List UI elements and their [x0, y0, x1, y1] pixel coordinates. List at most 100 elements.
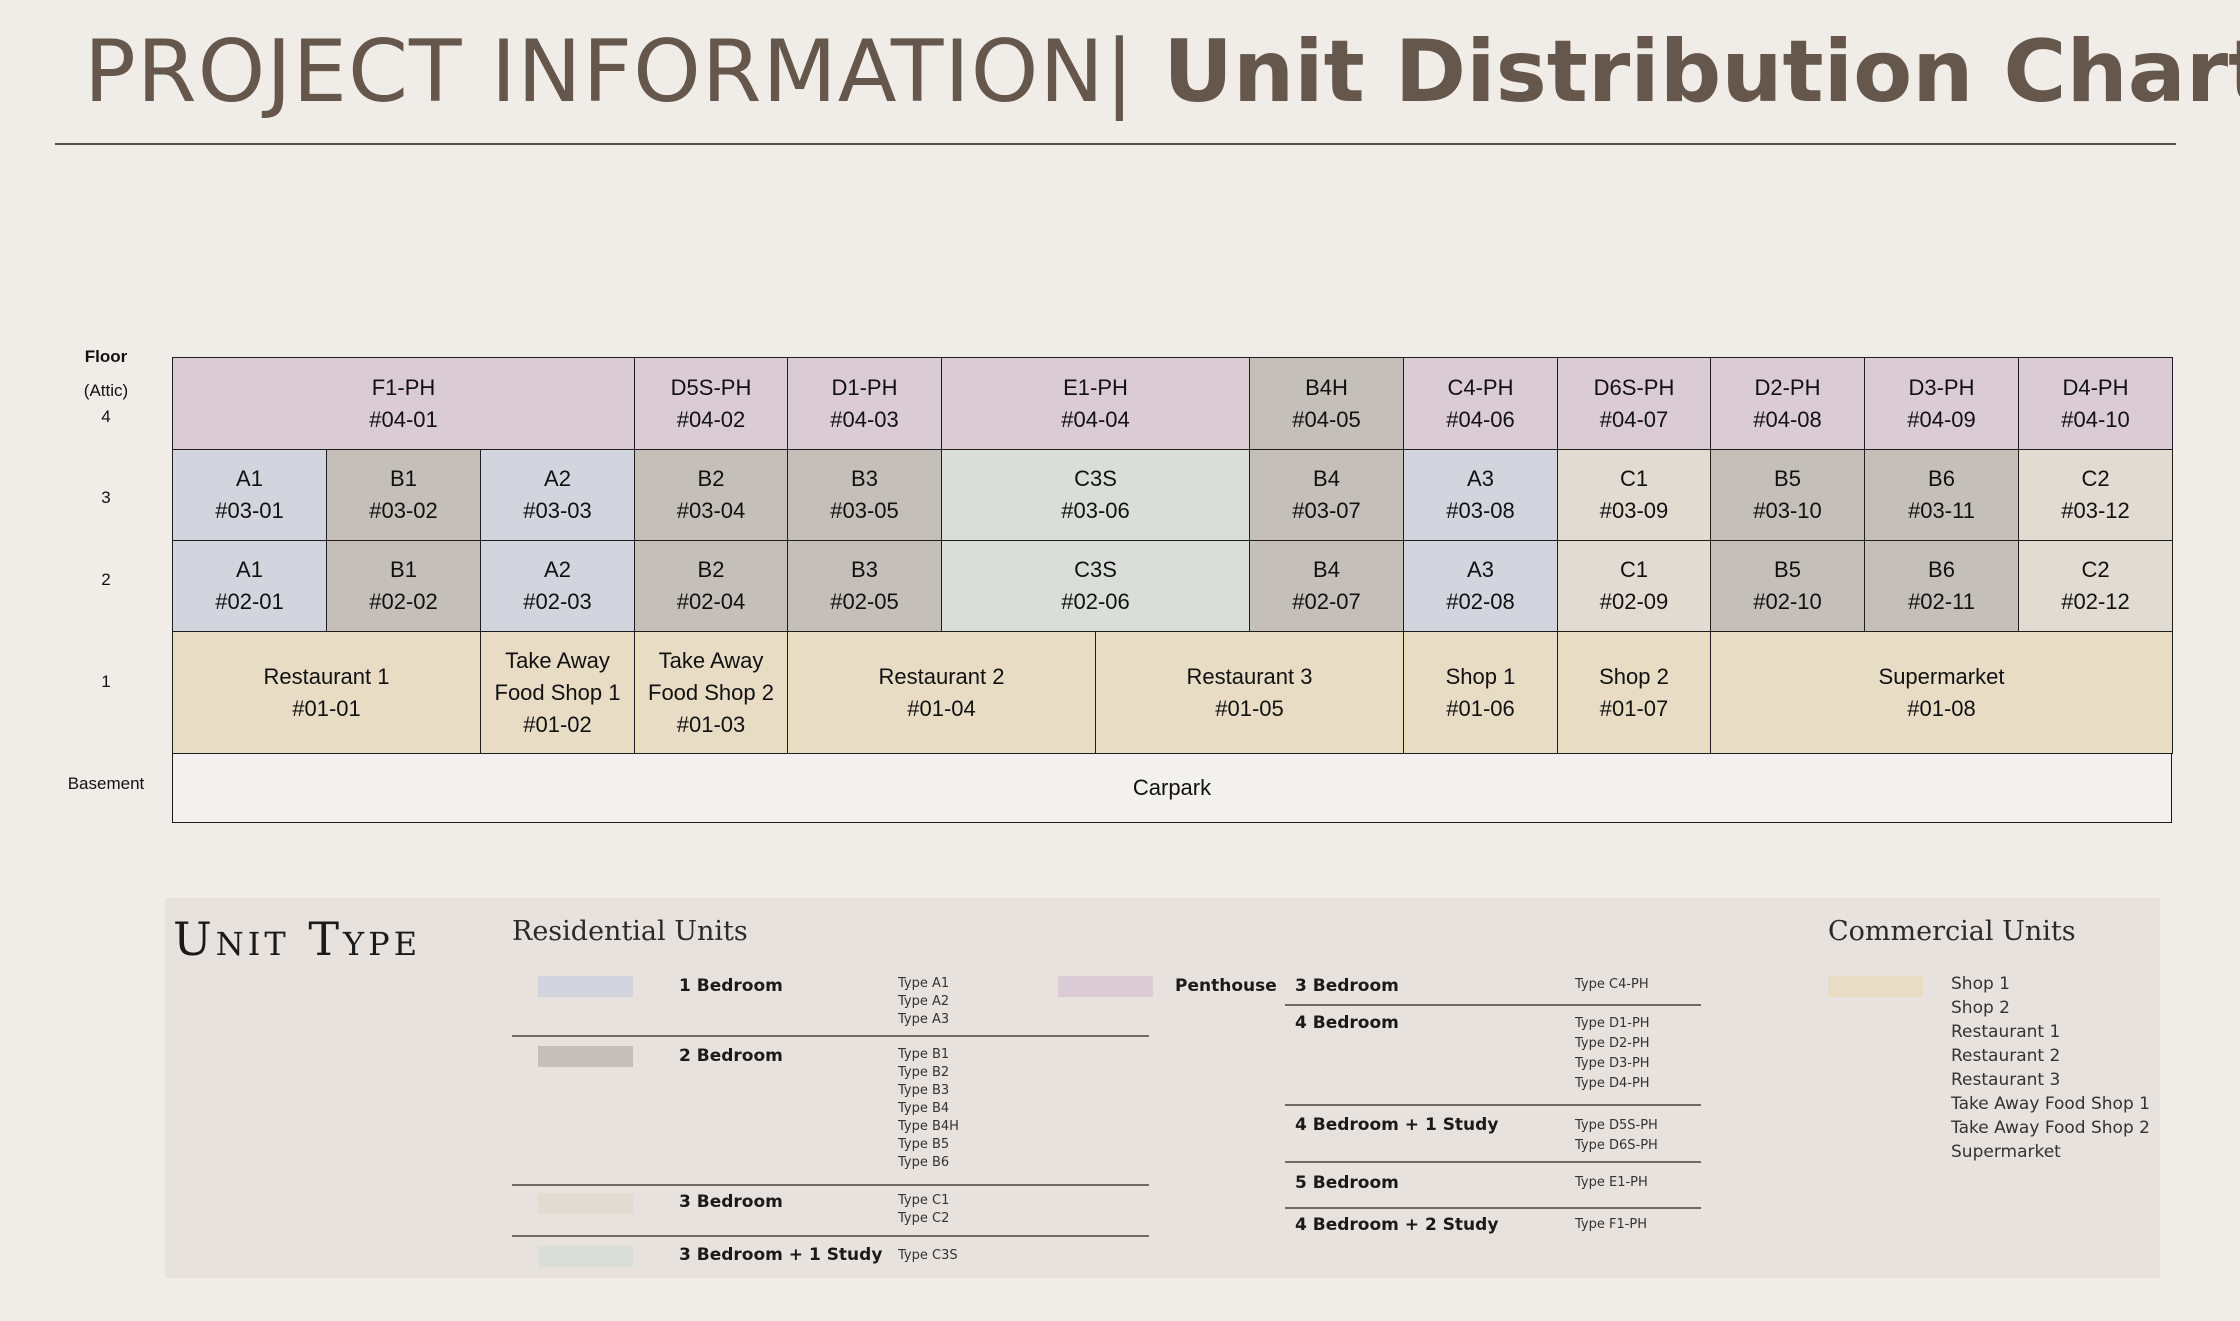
commercial-item: Shop 2	[1951, 998, 2010, 1018]
unit-type-label: B2	[697, 557, 725, 582]
unit-type-label: B6	[1928, 557, 1955, 582]
unit-type-legend: Unit Type Residential Units Commercial U…	[165, 898, 2160, 1278]
unit-type-label: A1	[236, 557, 263, 582]
type-a2: Type A2	[898, 994, 950, 1009]
type-b6: Type B6	[898, 1155, 950, 1170]
unit-type-label: C1	[1619, 466, 1649, 491]
unit-number-label: #01-08	[1907, 695, 1976, 721]
type-d1-ph: Type D1-PH	[1575, 1016, 1650, 1031]
unit-type-label: B3	[851, 557, 878, 582]
ph-three-bedroom-label: 3 Bedroom	[1295, 976, 1399, 996]
type-b3: Type B3	[898, 1083, 950, 1098]
carpark-label: Carpark	[1132, 775, 1212, 800]
ph-four-bedroom-two-study-types: Type F1-PH	[1575, 1216, 1647, 1234]
floor-basement-label: Basement	[67, 774, 145, 793]
type-d6s-ph: Type D6S-PH	[1575, 1138, 1658, 1153]
unit-cell-02-02: B1#02-02	[326, 540, 481, 632]
unit-number-label: #04-04	[1061, 406, 1130, 432]
unit-number-label: #04-02	[676, 406, 746, 432]
legend-divider	[512, 1035, 1149, 1037]
ph-four-bedroom-label: 4 Bedroom	[1295, 1013, 1399, 1033]
unit-name-label: Restaurant 3	[1186, 663, 1313, 689]
unit-cell-01-08: Supermarket#01-08	[1710, 631, 2173, 754]
legend-divider	[1285, 1004, 1701, 1006]
unit-number-label: #01-04	[907, 695, 976, 721]
unit-number-label: #04-06	[1446, 406, 1515, 432]
unit-cell-02-03: A2 #02-03	[480, 540, 635, 632]
type-a1: Type A1	[898, 976, 950, 991]
unit-cell-04-08: D2-PH#04-08	[1710, 357, 1865, 450]
unit-cell-04-02: D5S-PH #04-02	[634, 357, 788, 450]
one-bedroom-types: Type A1 Type A2 Type A3	[898, 975, 949, 1029]
unit-type-label: B5	[1774, 466, 1801, 491]
three-bedroom-study-swatch	[538, 1246, 633, 1267]
unit-name-label: Take Away	[505, 647, 610, 673]
unit-number-label: #03-09	[1599, 498, 1669, 523]
type-b5: Type B5	[898, 1137, 950, 1152]
unit-cell-03-08: A3 #03-08	[1403, 449, 1558, 541]
unit-number-label: #03-03	[523, 498, 592, 523]
ph-four-bedroom-study-label: 4 Bedroom + 1 Study	[1295, 1115, 1499, 1135]
unit-number-label: #03-06	[1061, 498, 1130, 523]
ph-five-bedroom-label: 5 Bedroom	[1295, 1173, 1399, 1193]
unit-type-label: B5	[1774, 557, 1801, 582]
unit-cell-03-10: B5 #03-10	[1710, 449, 1865, 541]
unit-cell-03-12: C2#03-12	[2018, 449, 2173, 541]
two-bedroom-label: 2 Bedroom	[679, 1046, 783, 1066]
legend-divider	[1285, 1104, 1701, 1106]
unit-number-label: #04-07	[1599, 406, 1669, 432]
unit-type-label: F1-PH	[371, 374, 436, 400]
three-bedroom-study-label: 3 Bedroom + 1 Study	[679, 1245, 883, 1265]
unit-cell-03-01: A1#03-01	[172, 449, 327, 541]
type-c4-ph: Type C4-PH	[1575, 977, 1649, 992]
type-d4-ph: Type D4-PH	[1575, 1076, 1650, 1091]
legend-divider	[1285, 1207, 1701, 1209]
penthouse-swatch	[1058, 976, 1153, 997]
unit-number-label: #03-01	[215, 498, 284, 523]
commercial-item: Restaurant 3	[1951, 1070, 2061, 1090]
type-a3: Type A3	[898, 1012, 950, 1027]
unit-type-label: D5S-PH	[670, 374, 752, 400]
commercial-item: Supermarket	[1951, 1142, 2061, 1162]
unit-cell-01-04: Restaurant 2#01-04	[787, 631, 1096, 754]
unit-number-label: #04-08	[1753, 406, 1822, 432]
floor-attic-label: (Attic)	[83, 381, 129, 400]
unit-type-label: C3S	[1074, 466, 1117, 491]
commercial-item: Restaurant 1	[1951, 1022, 2061, 1042]
unit-number-label: #03-10	[1753, 498, 1822, 523]
type-e1-ph: Type E1-PH	[1575, 1175, 1648, 1190]
unit-type-label: A2	[544, 557, 571, 582]
unit-number-label: #02-10	[1753, 589, 1822, 614]
ph-four-bedroom-types: Type D1-PH Type D2-PH Type D3-PH Type D4…	[1575, 1014, 1650, 1094]
type-b4: Type B4	[898, 1101, 950, 1116]
unit-number-label: #03-04	[676, 498, 746, 523]
unit-type-label: B1	[390, 466, 417, 491]
unit-number-label: #03-08	[1446, 498, 1515, 523]
unit-type-label: B6	[1928, 466, 1955, 491]
unit-number-label: #02-01	[215, 589, 284, 614]
penthouse-label: Penthouse	[1175, 976, 1277, 996]
unit-cell-03-03: A2 #03-03	[480, 449, 635, 541]
commercial-units-title: Commercial Units	[1828, 916, 2076, 947]
three-bedroom-types: Type C1 Type C2	[898, 1192, 949, 1228]
ph-four-bedroom-study-types: Type D5S-PH Type D6S-PH	[1575, 1116, 1658, 1156]
unit-type-label: D4-PH	[2062, 374, 2129, 400]
unit-cell-02-12: C2#02-12	[2018, 540, 2173, 632]
unit-number-label: #02-11	[1908, 589, 1975, 614]
commercial-swatch	[1828, 976, 1923, 997]
unit-number-label: #01-03	[676, 711, 746, 737]
title-project-information: PROJECT INFORMATION	[84, 22, 1105, 122]
unit-cell-03-07: B4#03-07	[1249, 449, 1404, 541]
unit-type-label: A2	[544, 466, 571, 491]
floor-3-label: 3	[101, 488, 111, 507]
unit-type-label: B1	[390, 557, 417, 582]
unit-cell-04-01: F1-PH#04-01	[172, 357, 635, 450]
type-b1: Type B1	[898, 1047, 950, 1062]
unit-number-label: #02-08	[1446, 589, 1515, 614]
unit-type-label: A3	[1467, 466, 1494, 491]
unit-cell-03-06: C3S #03-06	[941, 449, 1250, 541]
unit-cell-01-06: Shop 1#01-06	[1403, 631, 1558, 754]
unit-number-label: #02-03	[523, 589, 592, 614]
